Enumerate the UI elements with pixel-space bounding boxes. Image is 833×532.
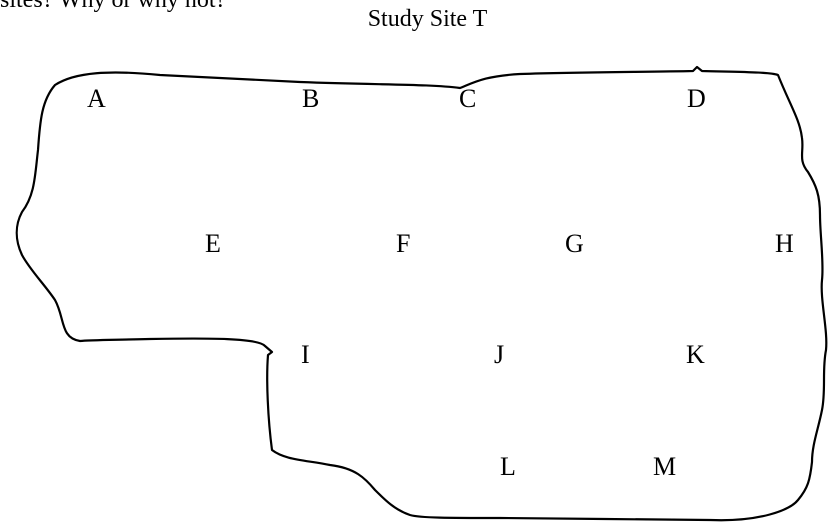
- point-g-label: G: [565, 229, 584, 258]
- point-i-label: I: [301, 340, 310, 369]
- point-a-label: A: [87, 84, 106, 113]
- question-text-fragment: sites? Why or why not?: [0, 0, 227, 13]
- point-h-label: H: [775, 229, 794, 258]
- point-l-label: L: [500, 452, 516, 481]
- boundary-outline: [15, 65, 828, 522]
- diagram-title: Study Site T: [0, 6, 833, 33]
- point-b-label: B: [302, 84, 320, 113]
- point-k-label: K: [686, 340, 705, 369]
- point-d-label: D: [687, 84, 706, 113]
- diagram-title-text: Study Site T: [367, 6, 488, 32]
- point-j-label: J: [494, 340, 505, 369]
- point-m-label: M: [653, 452, 677, 481]
- point-c-label: C: [459, 84, 477, 113]
- point-f-label: F: [396, 229, 411, 258]
- point-e-label: E: [205, 229, 221, 258]
